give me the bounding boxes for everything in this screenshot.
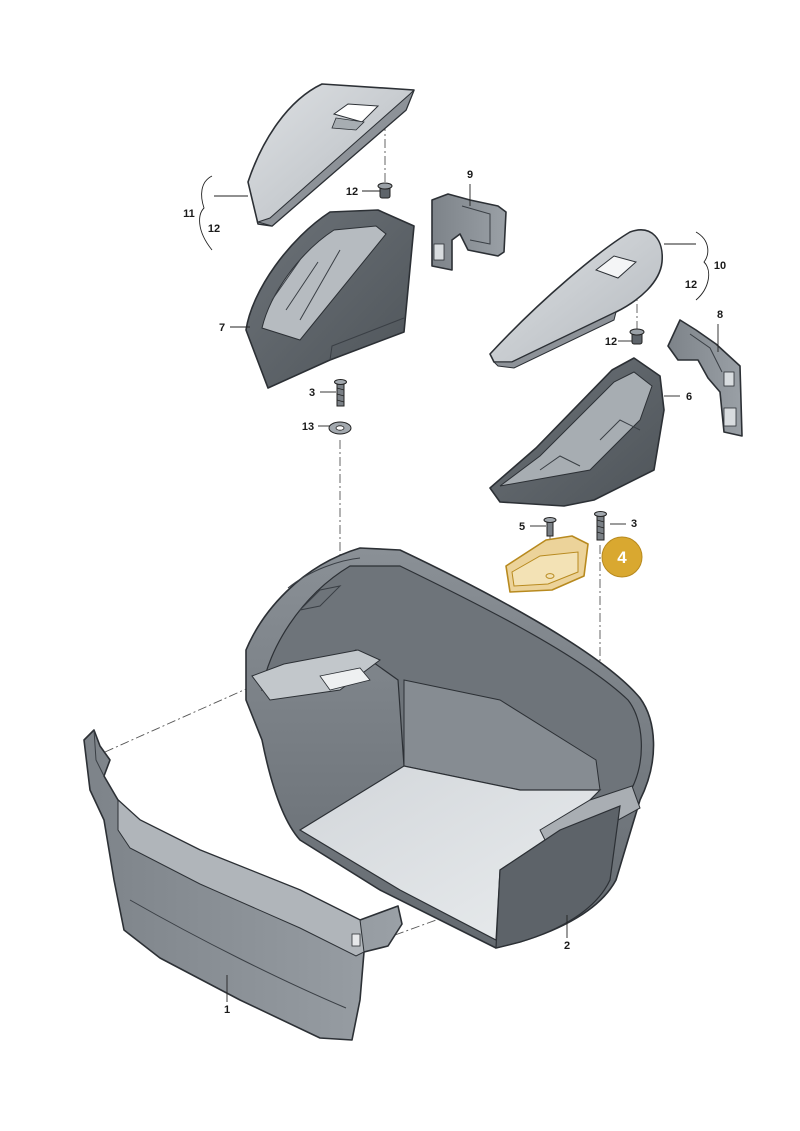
label-part-11: 11 <box>183 208 195 220</box>
label-part-3-left: 3 <box>309 387 315 399</box>
callout-4-badge <box>601 536 643 578</box>
part-7-tray <box>245 209 415 389</box>
label-part-12-clip-right: 12 <box>605 336 617 348</box>
part-11-lid <box>247 83 415 227</box>
label-part-1: 1 <box>224 1004 230 1016</box>
part-6-tray <box>489 357 665 507</box>
screw-3-right <box>594 511 607 541</box>
part-2-storage-tub <box>245 547 655 949</box>
label-part-10: 10 <box>714 260 726 272</box>
part-8-bracket <box>667 319 743 437</box>
label-part-13: 13 <box>302 421 314 433</box>
clip-12-right <box>629 328 645 345</box>
label-part-12-brace-left: 12 <box>208 223 220 235</box>
label-part-12-brace-right: 12 <box>685 279 697 291</box>
screw-3-left <box>334 379 347 407</box>
label-part-2: 2 <box>564 940 570 952</box>
label-part-12-clip-left: 12 <box>346 186 358 198</box>
leader-lines <box>199 175 719 1002</box>
part-1-front-panel <box>83 729 403 1041</box>
label-part-5: 5 <box>519 521 525 533</box>
part-9-bracket <box>431 193 507 271</box>
screw-5 <box>543 517 557 537</box>
fasteners <box>328 182 645 541</box>
part-4-highlighted-bracket <box>505 535 589 593</box>
label-part-6: 6 <box>686 391 692 403</box>
part-labels: 1 2 3 3 4 5 6 7 8 9 10 11 12 12 12 12 13 <box>183 169 726 1016</box>
label-part-4: 4 <box>617 548 627 567</box>
label-part-3-right: 3 <box>631 518 637 530</box>
part-10-lid <box>489 229 663 369</box>
clip-12-left <box>377 182 393 199</box>
label-part-9: 9 <box>467 169 473 181</box>
label-part-7: 7 <box>219 322 225 334</box>
label-part-8: 8 <box>717 309 723 321</box>
washer-13 <box>328 421 352 435</box>
